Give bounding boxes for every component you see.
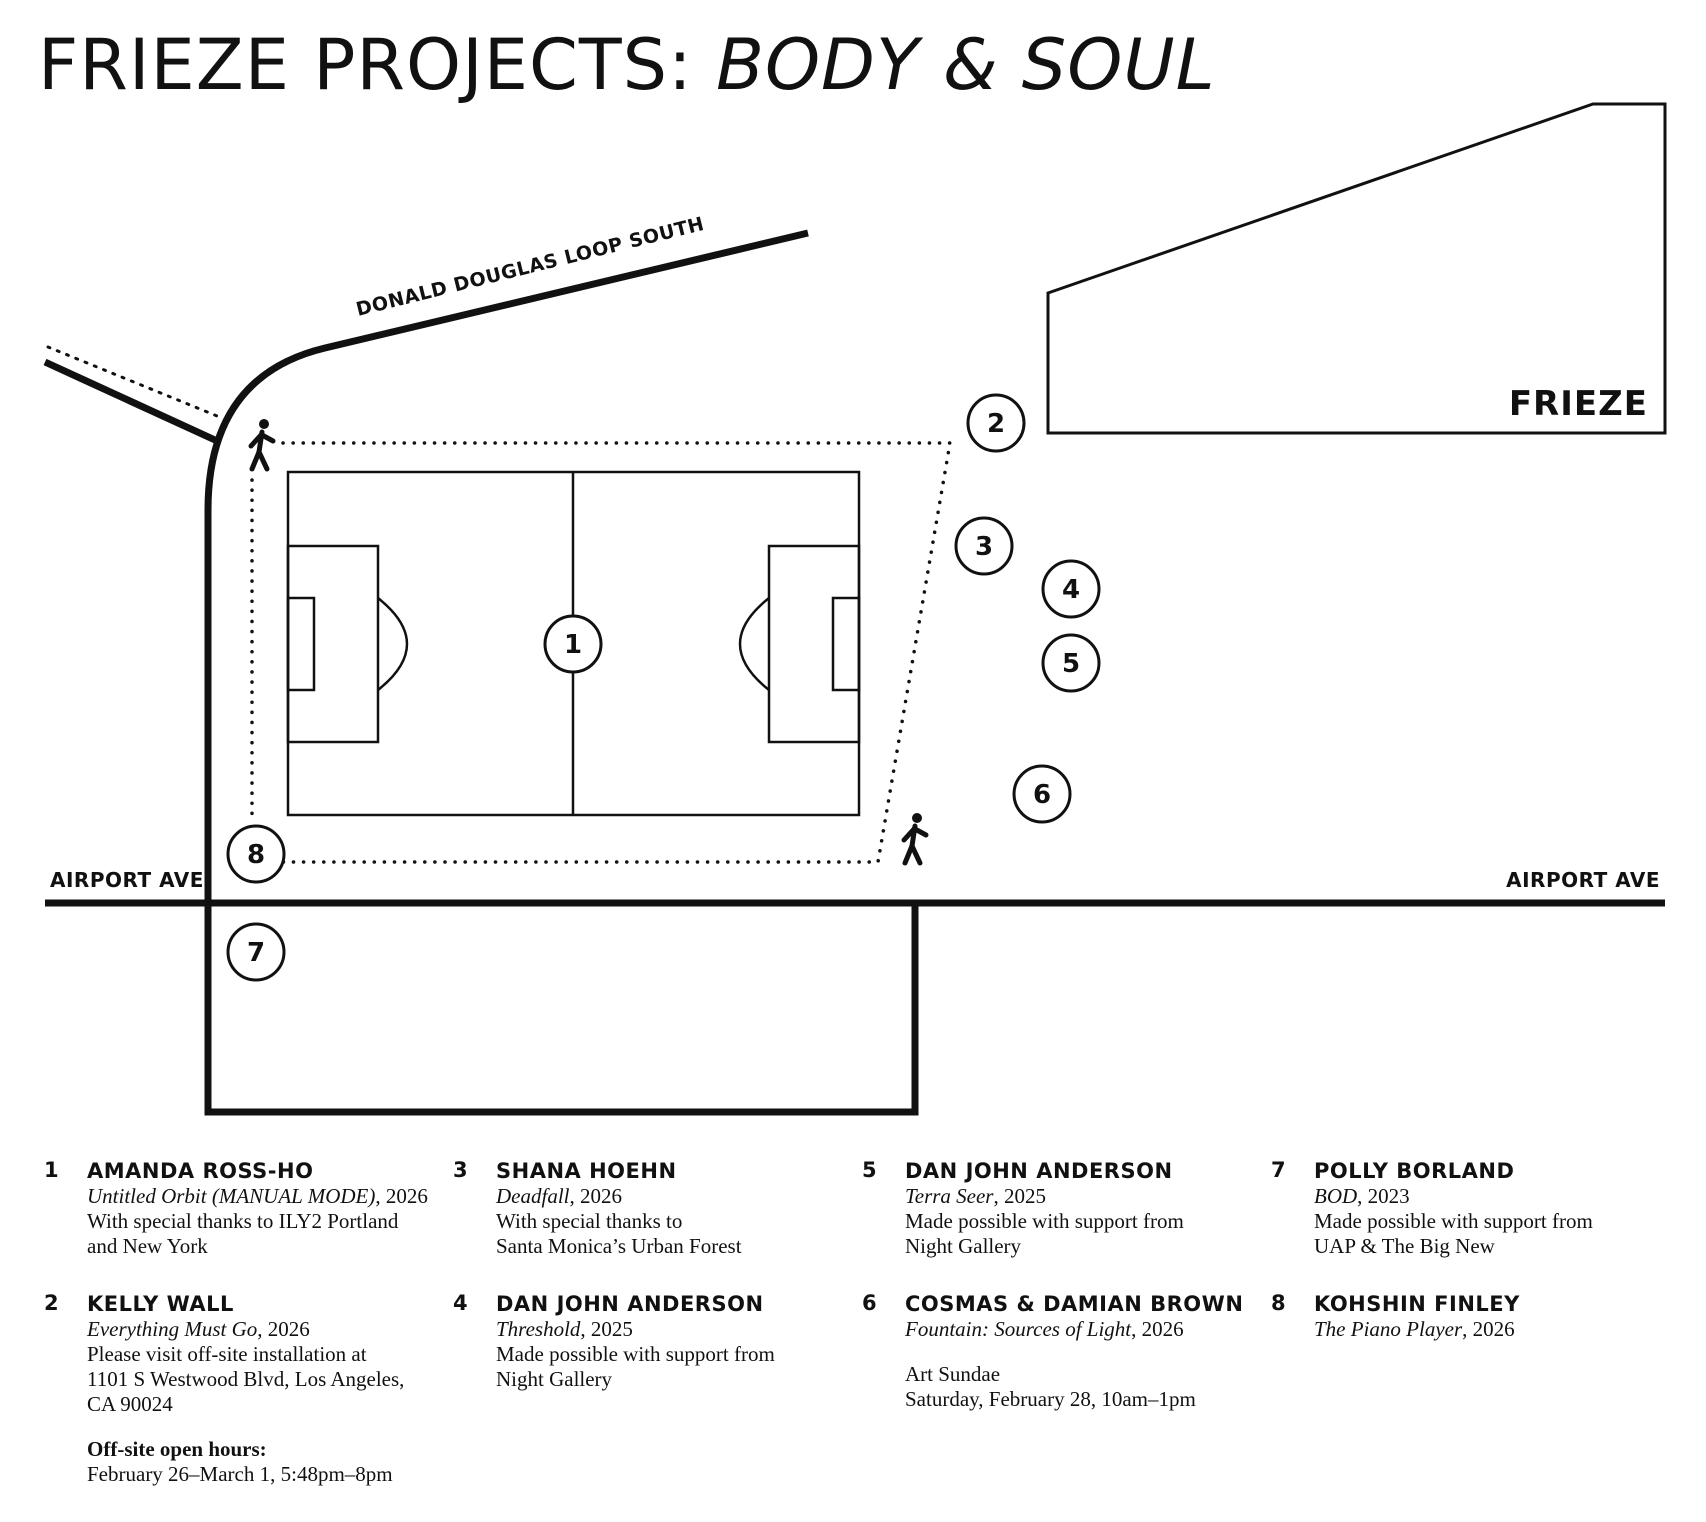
work-year: , 2026 (569, 1184, 623, 1208)
credit-line: Please visit off-site installation at (87, 1342, 367, 1366)
footpath-nw (46, 345, 224, 420)
work-year: , 2025 (993, 1184, 1046, 1208)
marker-4[interactable]: 4 (1041, 559, 1101, 619)
credit-line: Night Gallery (905, 1234, 1022, 1258)
legend-number: 5 (862, 1158, 877, 1182)
marker-5[interactable]: 5 (1041, 633, 1101, 693)
artist-name: KELLY WALL (87, 1292, 234, 1316)
artist-name: KOHSHIN FINLEY (1314, 1292, 1520, 1316)
penalty-box-left (286, 544, 380, 744)
event-name: Art Sundae (905, 1362, 1001, 1386)
credit-line: and New York (87, 1234, 208, 1258)
goal-box-right (831, 596, 861, 692)
goal-box-left (286, 596, 316, 692)
credit-line: With special thanks to ILY2 Portland (87, 1209, 399, 1233)
artist-name: SHANA HOEHN (496, 1159, 677, 1183)
marker-label: 2 (987, 409, 1005, 439)
road-label-airport-left: AIRPORT AVE (50, 868, 204, 892)
artist-name: COSMAS & DAMIAN BROWN (905, 1292, 1244, 1316)
event-time: Saturday, February 28, 10am–1pm (905, 1387, 1196, 1411)
legend-number: 2 (44, 1291, 59, 1315)
artist-name: DAN JOHN ANDERSON (496, 1292, 764, 1316)
marker-6[interactable]: 6 (1012, 764, 1072, 824)
marker-label: 7 (247, 938, 265, 968)
artist-name: AMANDA ROSS-HO (87, 1159, 314, 1183)
marker-2[interactable]: 2 (966, 393, 1026, 453)
credit-line: With special thanks to (496, 1209, 683, 1233)
credit-line: Made possible with support from (496, 1342, 775, 1366)
work-title: Everything Must Go (87, 1317, 258, 1341)
legend-number: 8 (1271, 1291, 1286, 1315)
work-year: , 2026 (1462, 1317, 1515, 1341)
soccer-field (286, 470, 861, 817)
work-year: , 2026 (1131, 1317, 1184, 1341)
site-map: FRIEZE DONALD DOUGLAS LOOP SOUTH AIRPORT… (43, 102, 1667, 1116)
marker-label: 6 (1033, 780, 1051, 810)
credit-line: Made possible with support from (905, 1209, 1184, 1233)
penalty-arc-right (738, 597, 770, 691)
credit-line: 1101 S Westwood Blvd, Los Angeles, (87, 1367, 405, 1391)
credit-line: UAP & The Big New (1314, 1234, 1495, 1258)
donald-douglas-loop-road (204, 229, 919, 1116)
marker-label: 5 (1062, 649, 1080, 679)
work-year: , 2023 (1357, 1184, 1410, 1208)
marker-3[interactable]: 3 (954, 516, 1014, 576)
work-year: , 2026 (375, 1184, 428, 1208)
artist-name: DAN JOHN ANDERSON (905, 1159, 1173, 1183)
legend-number: 1 (44, 1158, 59, 1182)
work-title: Untitled Orbit (MANUAL MODE) (87, 1184, 376, 1208)
credit-line: Santa Monica’s Urban Forest (496, 1234, 742, 1258)
artist-name: POLLY BORLAND (1314, 1159, 1515, 1183)
marker-label: 1 (564, 630, 582, 660)
pedestrian-icon (901, 813, 929, 866)
road-label-airport-right: AIRPORT AVE (1506, 868, 1660, 892)
penalty-box-right (767, 544, 861, 744)
penalty-arc-left (377, 597, 409, 691)
credit-line: Made possible with support from (1314, 1209, 1593, 1233)
marker-label: 8 (247, 840, 265, 870)
legend-number: 3 (453, 1158, 468, 1182)
roads (43, 229, 1665, 1116)
marker-7[interactable]: 7 (226, 922, 286, 982)
work-title: Deadfall (496, 1184, 570, 1208)
work-title: Fountain: Sources of Light (905, 1317, 1132, 1341)
legend-number: 7 (1271, 1158, 1286, 1182)
work-title: The Piano Player (1314, 1317, 1463, 1341)
pedestrian-icon (248, 419, 276, 472)
work-title: Threshold (496, 1317, 581, 1341)
frieze-building (1046, 102, 1667, 435)
walking-route (250, 441, 953, 864)
work-year: , 2025 (580, 1317, 633, 1341)
side-road (43, 358, 217, 444)
title-italic: BODY & SOUL (715, 24, 1216, 106)
hours-label: Off-site open hours: (87, 1437, 267, 1461)
page-title: FRIEZE PROJECTS: BODY & SOUL (38, 30, 1216, 100)
work-title: Terra Seer (905, 1184, 994, 1208)
credit-line: CA 90024 (87, 1392, 173, 1416)
legend-number: 4 (453, 1291, 468, 1315)
work-year: , 2026 (257, 1317, 310, 1341)
work-title: BOD (1314, 1184, 1358, 1208)
hours-text: February 26–March 1, 5:48pm–8pm (87, 1462, 393, 1486)
marker-label: 3 (975, 532, 993, 562)
credit-line: Night Gallery (496, 1367, 613, 1391)
marker-8[interactable]: 8 (226, 824, 286, 884)
title-main: FRIEZE PROJECTS: (38, 24, 716, 106)
marker-label: 4 (1062, 575, 1080, 605)
legend-number: 6 (862, 1291, 877, 1315)
frieze-building-label: FRIEZE (1509, 384, 1648, 424)
marker-1[interactable]: 1 (543, 614, 603, 674)
